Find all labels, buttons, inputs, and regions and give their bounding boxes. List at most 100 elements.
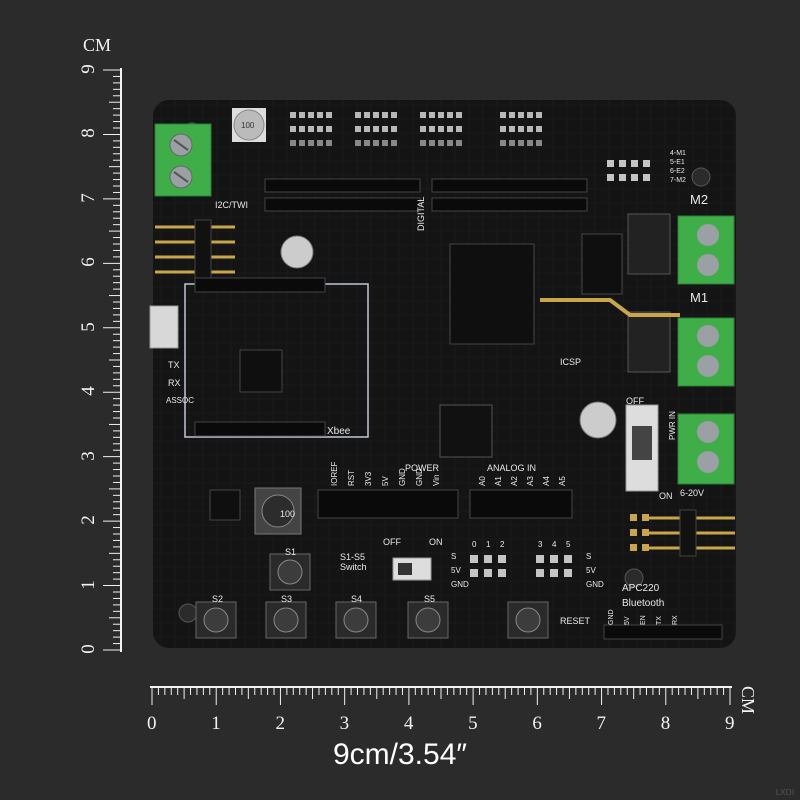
bluetooth-pin-label: RX (672, 615, 679, 625)
motor-pin-label: 6-E2 (670, 168, 685, 175)
horizontal-ruler-number: 0 (147, 713, 157, 734)
push-button-3[interactable] (265, 601, 307, 639)
button-label: S4 (351, 594, 363, 604)
servo-label-right: S (586, 552, 592, 561)
push-button-1[interactable] (269, 553, 311, 591)
vertical-ruler (103, 68, 122, 652)
bluetooth-pin-label: GND (608, 609, 615, 625)
servo-label-right: 5V (586, 566, 596, 575)
power-pin-label: GND (398, 468, 407, 486)
label-bluetooth: Bluetooth (622, 598, 665, 609)
label-apc220: APC220 (622, 583, 660, 594)
horizontal-ruler-number: 5 (468, 713, 478, 734)
power-pin-label: GND (415, 468, 424, 486)
push-button-4[interactable] (335, 601, 377, 639)
gold-trace (540, 298, 680, 317)
power-pin-label: 5V (381, 476, 390, 486)
servo-label-left: S (451, 552, 457, 561)
microcontroller-chip (439, 404, 493, 458)
horizontal-ruler-number: 7 (596, 713, 607, 734)
horizontal-ruler (150, 686, 732, 705)
power-pin-label: IOREF (330, 461, 339, 486)
analog-pin-label: A2 (510, 476, 519, 486)
button-label: S2 (212, 594, 224, 604)
label-rx: RX (168, 378, 181, 388)
label-icsp: ICSP (560, 357, 582, 367)
header-number-label: 1 (486, 540, 491, 549)
header-number-label: 5 (566, 540, 571, 549)
terminal-m2 (677, 215, 735, 285)
label-off: OFF (383, 537, 401, 547)
analog-pin-label: A1 (494, 476, 503, 486)
capacitor: 100 (232, 108, 266, 142)
servo-label-left: 5V (451, 566, 461, 575)
label-inductor: 100 (280, 509, 296, 519)
analog-pin-label: A0 (478, 476, 487, 486)
push-button-6[interactable] (507, 601, 549, 639)
motor-driver-chip (449, 243, 535, 345)
watermark: LXOI (775, 788, 794, 797)
label-i2c: I2C/TWI (215, 200, 248, 210)
vertical-ruler-unit-label: CM (83, 35, 112, 55)
capacitor (280, 235, 314, 269)
motor-pin-label: 5-E1 (670, 159, 685, 166)
horizontal-ruler-number: 4 (403, 713, 414, 734)
top-pin-headers (290, 112, 650, 181)
power-terminal-block (154, 123, 212, 197)
label-digital: DIGITAL (416, 196, 426, 231)
digital-header-1 (264, 178, 421, 193)
label-pwr-in: PWR IN (668, 411, 677, 440)
header-number-label: 0 (472, 540, 477, 549)
horizontal-ruler-number: 3 (339, 713, 350, 734)
bluetooth-pin-label: EN (640, 615, 647, 625)
bluetooth-pin-label: TX (656, 616, 663, 625)
servo-label-right: GND (586, 580, 604, 589)
header-number-label: 4 (552, 540, 557, 549)
motor-pin-label: 7-M2 (670, 177, 686, 184)
horizontal-ruler-number: 2 (275, 713, 285, 734)
push-button-2[interactable] (195, 601, 237, 639)
button-label: RESET (560, 616, 591, 626)
horizontal-ruler-number: 1 (211, 713, 221, 734)
mount-hole (178, 603, 198, 623)
terminal-pwr-in (677, 413, 735, 485)
label-switch-off: OFF (626, 396, 644, 406)
analog-pin-label: A4 (542, 476, 551, 486)
analog-pin-label: A5 (558, 476, 567, 486)
push-button-5[interactable] (407, 601, 449, 639)
bottom-pin-headers (317, 489, 649, 577)
micro-usb-port (149, 305, 179, 349)
horizontal-ruler-number: 9 (725, 713, 735, 734)
label-analog-in: ANALOG IN (487, 463, 537, 473)
svg-text:100: 100 (241, 121, 255, 130)
horizontal-ruler-number: 6 (532, 713, 542, 734)
bluetooth-pin-label: 5V (624, 616, 631, 625)
label-tx: TX (168, 360, 180, 370)
motor-pin-label: 4-M1 (670, 150, 686, 157)
power-pin-label: RST (347, 470, 356, 486)
label-switch-on: ON (659, 491, 673, 501)
label-assoc: ASSOC (166, 396, 195, 405)
analog-pin-label: A3 (526, 476, 535, 486)
terminal-m1 (677, 317, 735, 387)
digital-header-2 (431, 178, 588, 193)
servo-label-left: GND (451, 580, 469, 589)
label-m2: M2 (690, 192, 709, 207)
label-switch: S1-S5 Switch (340, 552, 367, 572)
push-buttons (195, 553, 549, 639)
button-label: S3 (281, 594, 293, 604)
label-xbee: Xbee (327, 426, 351, 437)
mount-hole (691, 167, 711, 187)
header-number-label: 2 (500, 540, 505, 549)
header-number-label: 3 (538, 540, 543, 549)
button-label: S5 (424, 594, 436, 604)
capacitor (579, 401, 617, 439)
label-m1: M1 (690, 290, 709, 305)
mount-hole (624, 568, 644, 588)
label-voltage: 6-20V (680, 488, 705, 498)
button-label: S1 (285, 547, 297, 557)
label-on: ON (429, 537, 443, 547)
power-pin-label: Vin (432, 474, 441, 486)
